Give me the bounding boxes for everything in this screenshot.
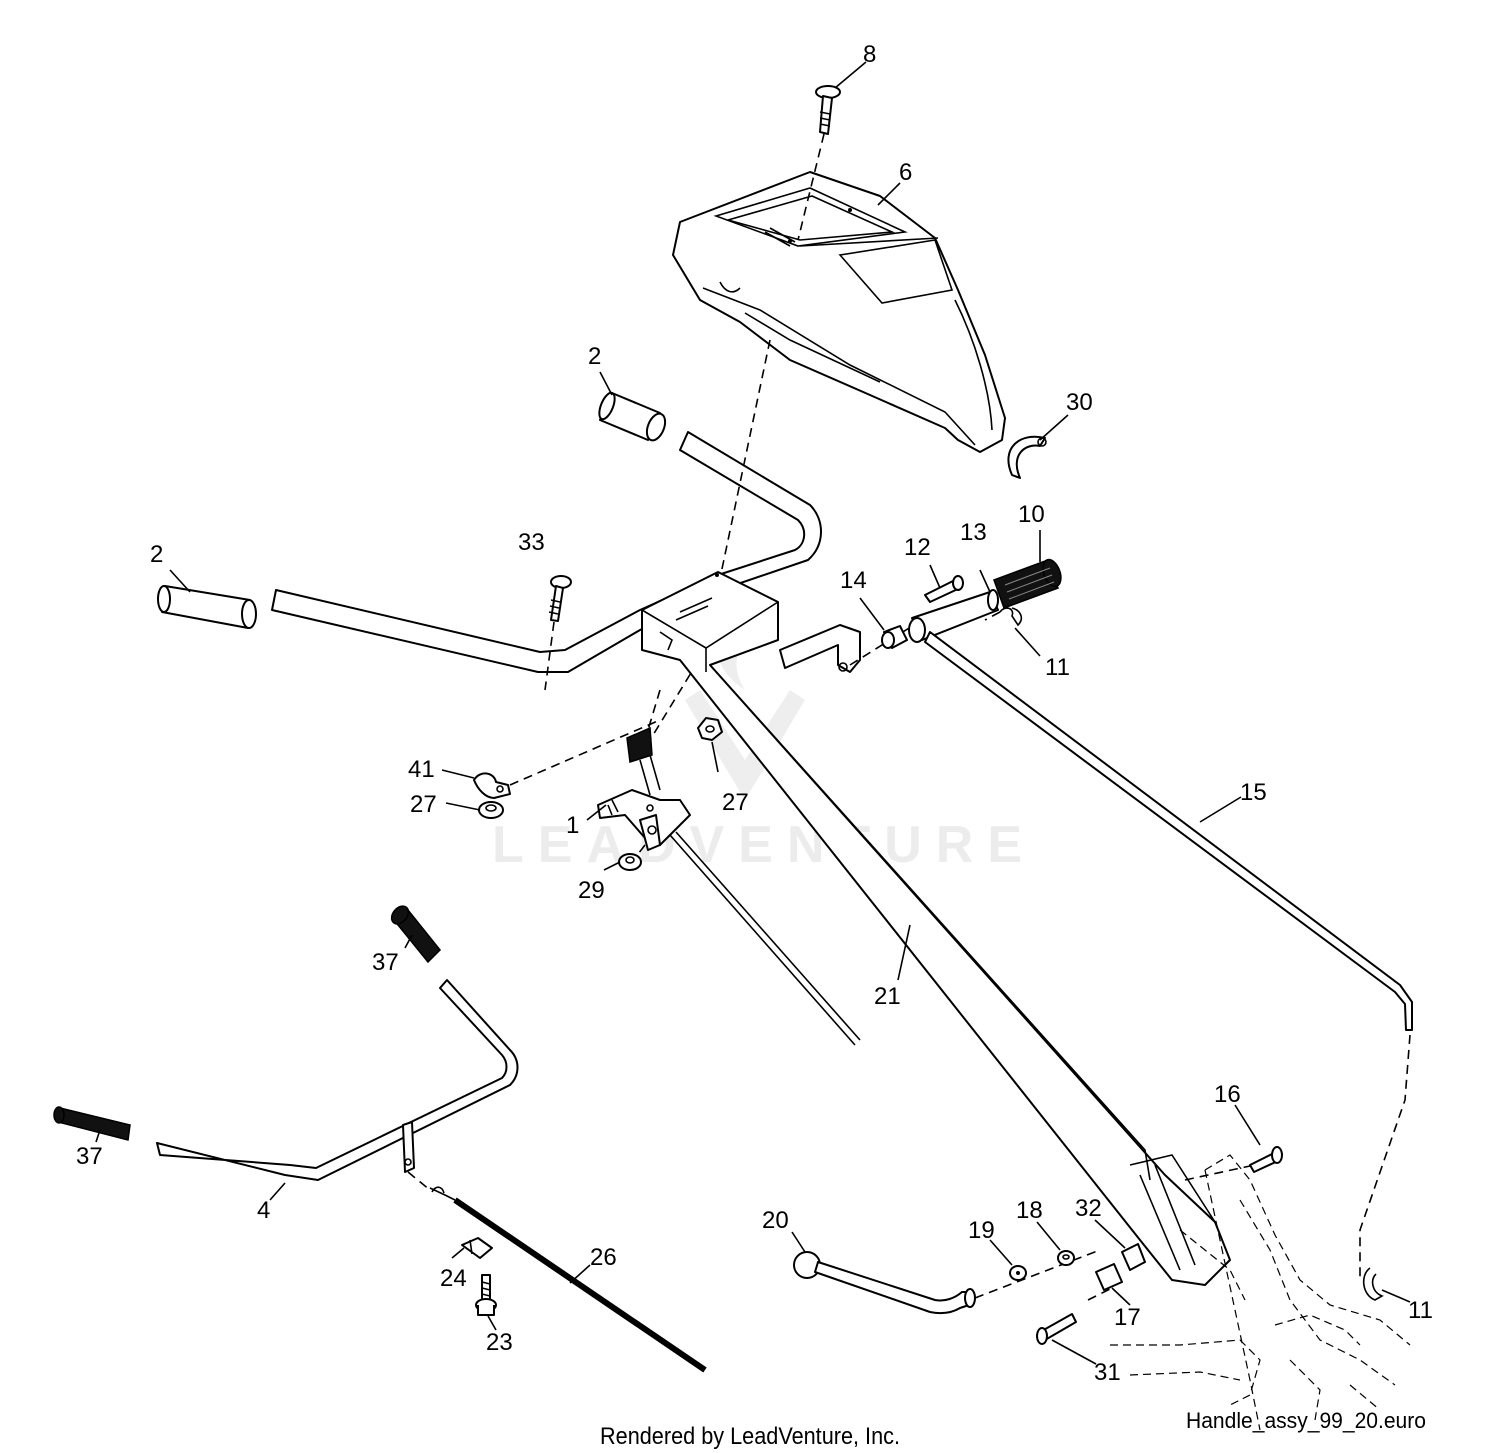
callout-21: 21 [874, 983, 901, 1010]
tiller-body-phantom [1110, 1154, 1411, 1431]
part-27-nut-left [478, 801, 504, 819]
dashed-line-15 [1359, 1034, 1411, 1280]
callout-32: 32 [1075, 1195, 1102, 1222]
callout-27: 27 [722, 789, 749, 816]
part-27-nut-right [697, 717, 723, 741]
part-31-bolt [1036, 1313, 1077, 1345]
dashed-line-29 [634, 844, 646, 859]
part-2-left-grip [157, 585, 257, 629]
footer-credit: Rendered by LeadVenture, Inc. [600, 1423, 900, 1450]
callout-24: 24 [440, 1265, 467, 1292]
callout-37: 37 [372, 949, 399, 976]
callout-8: 8 [863, 41, 876, 68]
dashed-line-8 [797, 133, 825, 241]
dashed-line-41 [509, 719, 661, 786]
part-1-control-bracket [597, 726, 861, 1046]
callout-13: 13 [960, 519, 987, 546]
part-17-block [1095, 1263, 1123, 1291]
part-6-console-panel [672, 171, 1006, 453]
footer-filename: Handle_assy_99_20.euro [1186, 1408, 1426, 1433]
dashed-line-1 [647, 689, 661, 731]
part-19-washer [1009, 1265, 1027, 1281]
part-12-bolt [924, 575, 964, 603]
callout-12: 12 [904, 534, 931, 561]
callout-37: 37 [76, 1143, 103, 1170]
callout-2: 2 [588, 343, 601, 370]
callout-33: 33 [518, 529, 545, 556]
part-13-lever [908, 589, 1413, 1031]
dashed-line-26 [407, 1171, 431, 1191]
callout-41: 41 [408, 756, 435, 783]
part-32-block [1121, 1243, 1146, 1271]
part-16-bolt [1249, 1146, 1283, 1173]
callouts: 8 6 2 30 2 33 10 12 13 14 11 41 27 27 1 … [76, 41, 1433, 1386]
part-24-clip [461, 1237, 493, 1259]
callout-31: 31 [1094, 1359, 1121, 1386]
callout-23: 23 [486, 1329, 513, 1356]
part-2-upper-grip [598, 391, 667, 442]
handlebar [271, 431, 822, 673]
part-11-hairpin-upper [984, 607, 1023, 627]
dashed-line-17 [1087, 1287, 1113, 1301]
callout-11: 11 [1408, 1297, 1433, 1324]
part-4-bail-bar [156, 979, 519, 1181]
part-23-bolt [475, 1274, 497, 1316]
callout-15: 15 [1240, 779, 1267, 806]
part-14-spacer [881, 625, 908, 649]
part-20-shift-rod [793, 1251, 976, 1315]
part-26-cable [429, 1186, 707, 1373]
part-29-nut [618, 853, 642, 871]
dashed-line-33 [544, 621, 555, 691]
part-33-bolt [548, 575, 572, 622]
dashed-line-16 [1184, 1165, 1251, 1181]
callout-16: 16 [1214, 1081, 1241, 1108]
watermark-text: LEADVENTURE [492, 816, 1036, 874]
callout-26: 26 [590, 1244, 617, 1271]
callout-4: 4 [257, 1197, 270, 1224]
part-30-clip [1007, 435, 1047, 479]
callout-10: 10 [1018, 501, 1045, 528]
callout-11: 11 [1045, 654, 1070, 681]
callout-27: 27 [410, 791, 437, 818]
part-8-screw [815, 85, 841, 135]
part-41-clip [473, 772, 511, 799]
part-37-grip-upper [390, 905, 442, 964]
callout-20: 20 [762, 1207, 789, 1234]
part-37-grip-lower [53, 1106, 131, 1141]
callout-29: 29 [578, 877, 605, 904]
callout-18: 18 [1016, 1197, 1043, 1224]
dashed-line-20 [974, 1249, 1101, 1299]
part-18-nut [1057, 1250, 1075, 1266]
callout-6: 6 [899, 159, 912, 186]
leader-lines [95, 61, 1411, 1365]
part-11-hairpin-lower [1362, 1267, 1384, 1301]
callout-1: 1 [566, 812, 579, 839]
callout-17: 17 [1114, 1304, 1141, 1331]
watermark: LEADVENTURE [492, 600, 1036, 874]
part-10-grip [993, 558, 1062, 609]
part-21-handle-tube [641, 571, 1231, 1286]
callout-14: 14 [840, 567, 867, 594]
callout-30: 30 [1066, 389, 1093, 416]
callout-19: 19 [968, 1217, 995, 1244]
callout-2: 2 [150, 541, 163, 568]
